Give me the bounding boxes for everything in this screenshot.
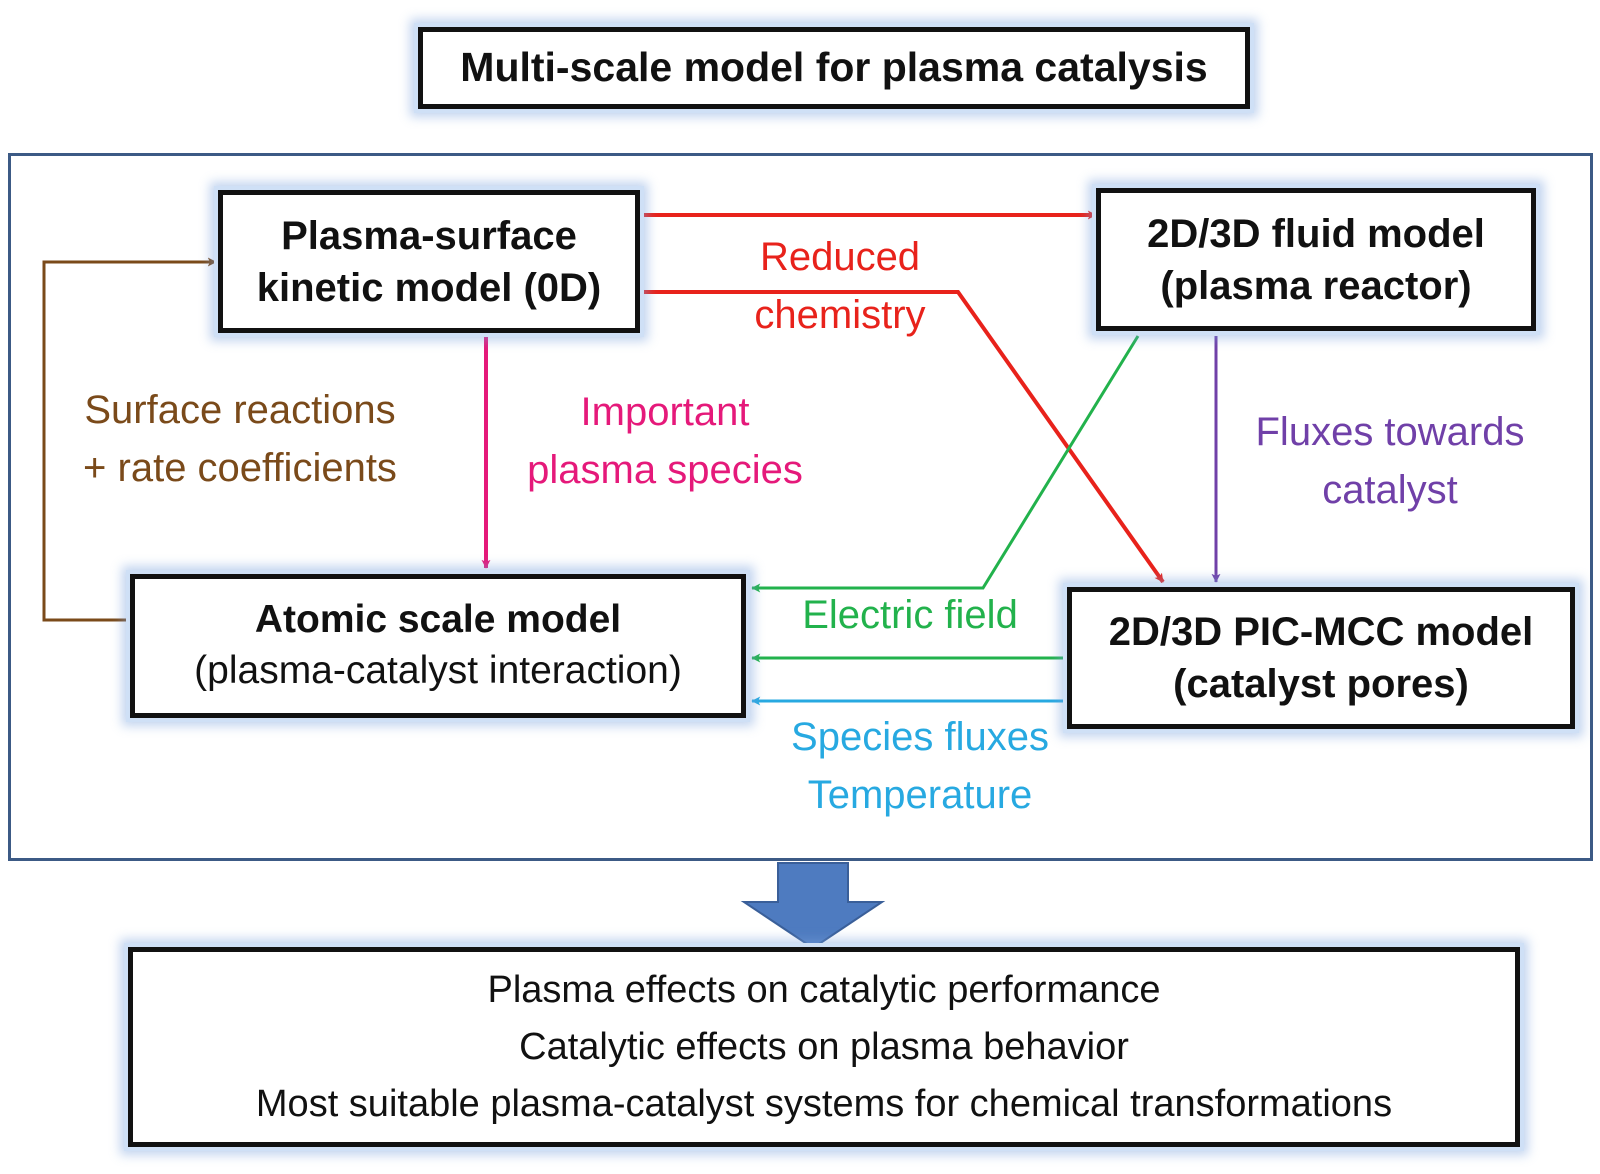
pic-model-box: 2D/3D PIC-MCC model (catalyst pores) <box>1067 587 1575 729</box>
atomic-model-line2: (plasma-catalyst interaction) <box>194 649 682 692</box>
label-temperature: Temperature <box>807 773 1033 817</box>
fluid-model-line2: (plasma reactor) <box>1160 263 1472 308</box>
label-species-fluxes-line1: Species fluxes <box>791 715 1049 759</box>
label-catalyst: catalyst <box>1322 468 1458 512</box>
label-reduced-chemistry: Reduced chemistry <box>690 228 990 344</box>
label-plasma-species: plasma species <box>527 448 803 492</box>
title-box: Multi-scale model for plasma catalysis <box>418 27 1250 109</box>
kinetic-model-line2: kinetic model (0D) <box>256 265 602 310</box>
fluid-model-line1: 2D/3D fluid model <box>1147 211 1485 256</box>
atomic-model-box: Atomic scale model (plasma-catalyst inte… <box>130 574 746 718</box>
label-surface-reactions-line1: Surface reactions <box>84 388 396 432</box>
kinetic-model-box: Plasma-surface kinetic model (0D) <box>218 190 640 333</box>
outcome-item: Most suitable plasma-catalyst systems fo… <box>255 1082 1393 1125</box>
kinetic-model-line1: Plasma-surface <box>281 213 577 258</box>
outcomes-box: Plasma effects on catalytic performance … <box>128 947 1520 1147</box>
outcome-item: Plasma effects on catalytic performance <box>487 968 1161 1011</box>
label-surface-reactions: Surface reactions + rate coefficients <box>50 381 430 497</box>
label-important: Important <box>580 390 750 434</box>
arrow-atomic-to-kinetic <box>42 257 217 622</box>
label-chemistry: chemistry <box>754 293 926 337</box>
pic-model-line2: (catalyst pores) <box>1173 662 1469 706</box>
arrow-fluid-to-atomic <box>751 335 1140 593</box>
label-reduced: Reduced <box>759 235 921 279</box>
diagram-title: Multi-scale model for plasma catalysis <box>460 44 1208 91</box>
atomic-model-line1: Atomic scale model <box>254 598 622 642</box>
model-frame <box>8 153 1593 861</box>
arrow-kinetic-to-pic <box>640 290 1165 584</box>
label-species-fluxes: Species fluxes Temperature <box>765 708 1075 824</box>
pic-model-line1: 2D/3D PIC-MCC model <box>1108 610 1534 654</box>
outcome-item: Catalytic effects on plasma behavior <box>519 1025 1129 1068</box>
fluid-model-box: 2D/3D fluid model (plasma reactor) <box>1096 188 1536 331</box>
label-fluxes-towards: Fluxes towards catalyst <box>1225 403 1555 519</box>
label-electric-field: Electric field <box>802 593 1018 637</box>
down-arrow <box>740 862 886 950</box>
label-important-species: Important plasma species <box>500 383 830 499</box>
label-surface-reactions-line2: + rate coefficients <box>83 446 397 490</box>
label-fluxes-towards-line1: Fluxes towards <box>1255 410 1525 454</box>
